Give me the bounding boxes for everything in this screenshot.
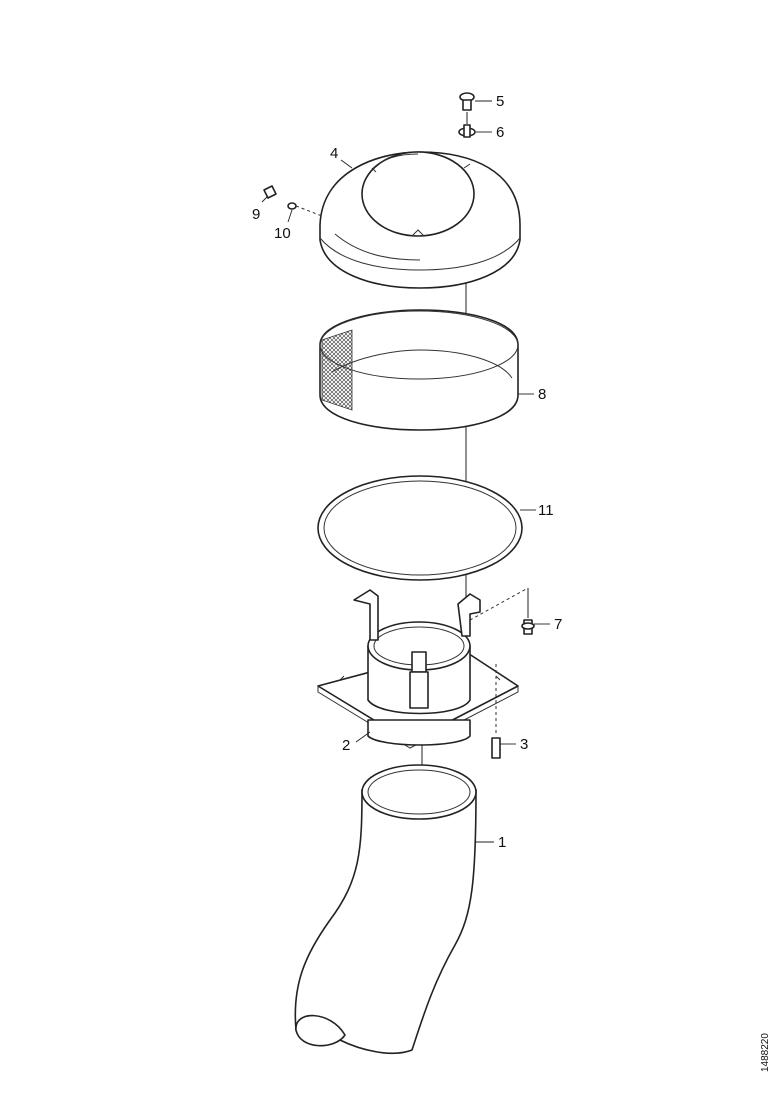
callout-7: 7 [554, 616, 562, 633]
rain-cap-part [319, 151, 521, 289]
latch-top [411, 651, 427, 673]
screen-ring-band [319, 309, 519, 431]
callout-4: 4 [330, 145, 338, 162]
clamp-screw-part [469, 587, 550, 635]
callout-2: 2 [342, 737, 350, 754]
callout-8: 8 [538, 386, 546, 403]
base-flange-part [317, 589, 519, 749]
screen-ring-top-edge [319, 310, 519, 380]
washer-part [458, 124, 492, 138]
callout-3: 3 [520, 736, 528, 753]
base-flange-edge [317, 686, 519, 749]
rain-cap-tab [411, 229, 425, 237]
bolt-part [459, 92, 492, 111]
rain-cap-rim [319, 237, 521, 271]
gasket-part [317, 475, 536, 581]
latch-body [409, 671, 429, 709]
left-bracket [353, 589, 379, 641]
intake-tube-bottom-opening [295, 1014, 346, 1047]
callout-1: 1 [498, 834, 506, 851]
intake-tube-top-inner [367, 769, 471, 815]
flange-hole-right [495, 675, 501, 681]
rain-cap-tick-left [371, 167, 377, 173]
callout-11: 11 [538, 502, 554, 519]
screen-ring-inner [331, 349, 513, 379]
screen-ring-part [319, 309, 534, 431]
leader-4 [340, 159, 353, 169]
flange-hole-left [339, 675, 345, 681]
clamp-alignment [469, 587, 529, 621]
rain-cap-inner-rim [334, 233, 421, 261]
screw-alignment [295, 205, 323, 217]
leader-2 [355, 731, 371, 743]
callout-6: 6 [496, 124, 504, 141]
intake-tube-body [294, 789, 477, 1054]
washer-nut [463, 124, 471, 138]
gasket-inner [323, 480, 517, 576]
bolt-shank [462, 99, 472, 111]
rain-cap-tick-right [463, 163, 471, 169]
clamp-washer [521, 622, 535, 630]
intake-tube-top-opening [361, 764, 477, 820]
screw-head [287, 202, 297, 210]
leader-9 [261, 195, 269, 203]
base-flange-lower-neck [367, 719, 471, 746]
callout-10: 10 [274, 225, 291, 242]
screen-ring-mesh [321, 329, 353, 411]
right-bracket [457, 593, 481, 637]
screw-part [287, 202, 297, 223]
callout-9: 9 [252, 206, 260, 223]
leader-10 [287, 209, 293, 223]
clip-part [261, 185, 277, 203]
intake-tube-part [294, 764, 494, 1054]
rain-cap-top-opening [361, 151, 475, 237]
stud-part [491, 664, 516, 759]
clip [263, 185, 277, 199]
reference-number: 1488220 [760, 1033, 771, 1072]
callout-5: 5 [496, 93, 504, 110]
stud [491, 737, 501, 759]
gasket-outer [317, 475, 523, 581]
